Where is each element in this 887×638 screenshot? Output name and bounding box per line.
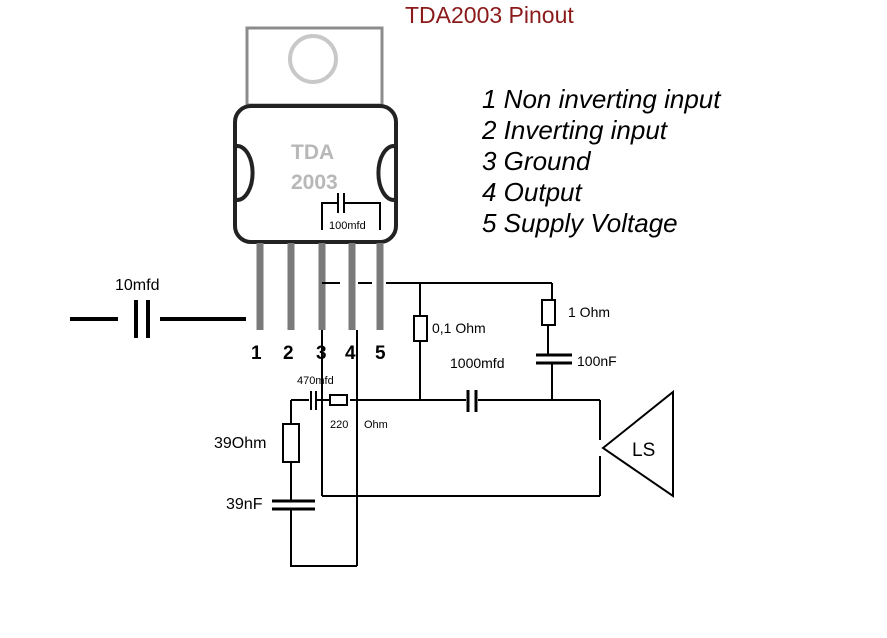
pin-legend-4: 4 Output bbox=[482, 177, 584, 207]
pin-legend-1: 1 Non inverting input bbox=[482, 84, 722, 114]
capacitor-internal bbox=[321, 193, 381, 230]
page-title: TDA2003 Pinout bbox=[405, 2, 574, 28]
capacitor-output-label: 1000mfd bbox=[450, 355, 504, 371]
capacitor-feedback-label: 470mfd bbox=[297, 375, 334, 387]
resistor-zobel-2-label: 1 Ohm bbox=[568, 304, 610, 320]
capacitor-input-label: 10mfd bbox=[115, 277, 159, 294]
resistor-zobel-2 bbox=[541, 299, 556, 354]
chip-body: TDA 2003 bbox=[233, 104, 398, 244]
chip-label-line2: 2003 bbox=[291, 171, 338, 194]
resistor-feedback-label: 220 bbox=[330, 419, 348, 431]
resistor-zobel-1-label: 0,1 Ohm bbox=[432, 320, 486, 336]
capacitor-zobel-2-label: 100nF bbox=[577, 353, 617, 369]
heatsink-tab bbox=[245, 26, 384, 107]
loudspeaker-label: LS bbox=[632, 440, 655, 461]
mounting-hole-icon bbox=[288, 34, 338, 84]
pin-legend-3: 3 Ground bbox=[482, 146, 592, 176]
pin-legend-2: 2 Inverting input bbox=[481, 115, 669, 145]
pin-number-5: 5 bbox=[375, 343, 386, 364]
chip-label-line1: TDA bbox=[291, 141, 334, 164]
resistor-zobel-1 bbox=[413, 315, 428, 400]
left-notch-icon bbox=[236, 144, 255, 202]
capacitor-zobel-2 bbox=[536, 353, 572, 400]
capacitor-internal-label: 100mfd bbox=[329, 220, 366, 232]
supply-rail bbox=[322, 282, 553, 316]
capacitor-rc bbox=[272, 499, 357, 567]
resistor-rc bbox=[282, 423, 300, 500]
output-line bbox=[350, 390, 601, 440]
chip-pins bbox=[256, 243, 384, 330]
capacitor-rc-label: 39nF bbox=[226, 496, 263, 513]
right-notch-icon bbox=[376, 144, 395, 202]
loudspeaker-icon bbox=[601, 389, 674, 498]
ground-return bbox=[321, 330, 601, 497]
pin-number-4: 4 bbox=[345, 343, 356, 364]
pin-number-2: 2 bbox=[283, 343, 294, 364]
resistor-feedback-unit: Ohm bbox=[364, 419, 388, 431]
capacitor-input bbox=[70, 300, 246, 338]
resistor-rc-label: 39Ohm bbox=[214, 435, 266, 452]
pin-legend-5: 5 Supply Voltage bbox=[482, 208, 678, 238]
pin-number-1: 1 bbox=[251, 343, 262, 364]
